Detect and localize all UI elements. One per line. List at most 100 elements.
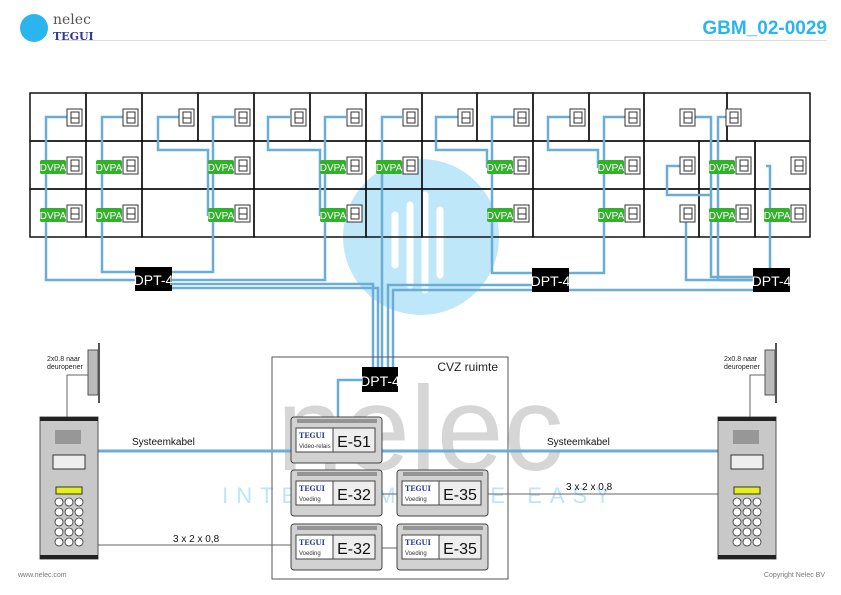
dvpa-label: DVPA <box>598 163 625 174</box>
video-wire <box>100 115 135 274</box>
keypad-button <box>54 537 64 547</box>
dvpa-module: DVPA <box>487 208 514 222</box>
video-monitor-icon <box>234 204 251 223</box>
keypad-button <box>742 537 752 547</box>
logo-brand: TEGUI <box>53 30 94 43</box>
keypad-button <box>732 527 742 537</box>
keypad-button <box>54 497 64 507</box>
keypad-button <box>54 507 64 517</box>
apartment-cell <box>754 188 811 238</box>
cable-label-left: 3 x 2 x 0,8 <box>173 534 220 545</box>
door-panel <box>717 416 777 560</box>
video-monitor-icon <box>569 108 586 127</box>
keypad-button <box>732 497 742 507</box>
systeemkabel-label-right: Systeemkabel <box>547 437 610 448</box>
module-code: E-35 <box>443 487 477 504</box>
door-label-left-1: 2x0.8 naar <box>47 356 81 363</box>
watermark-logo-icon <box>391 191 444 294</box>
keypad-button <box>64 507 74 517</box>
dvpa-label: DVPA <box>208 211 235 222</box>
svg-text:DPT-4: DPT-4 <box>360 373 400 389</box>
video-wire <box>386 283 532 367</box>
dvpa-label: DVPA <box>709 163 736 174</box>
video-monitor-icon <box>402 156 419 175</box>
module-brand: TEGUI <box>405 538 431 547</box>
video-monitor-icon <box>457 108 474 127</box>
keypad-button <box>742 517 752 527</box>
cvz-label: CVZ ruimte <box>437 360 498 374</box>
keypad-button <box>64 517 74 527</box>
svg-text:DPT-4: DPT-4 <box>531 273 571 289</box>
video-monitor-icon <box>402 108 419 127</box>
power-cables <box>66 374 765 549</box>
dvpa-label: DVPA <box>208 163 235 174</box>
dvpa-label: DVPA <box>764 211 791 222</box>
dvpa-label: DVPA <box>487 211 514 222</box>
dvpa-module: DVPA <box>208 160 235 174</box>
wire-dpt-e51 <box>336 378 362 417</box>
video-monitor-icon <box>735 156 752 175</box>
systeemkabel-label-left: Systeemkabel <box>132 437 195 448</box>
door-opener-icon <box>87 343 100 403</box>
keypad-button <box>732 507 742 517</box>
footer-website: www.nelec.com <box>18 572 67 579</box>
dvpa-label: DVPA <box>320 211 347 222</box>
keypad-button <box>64 527 74 537</box>
dpt-4-middle: DPT-4 <box>531 268 571 292</box>
dvpa-module: DVPA <box>40 208 67 222</box>
wires <box>44 115 772 367</box>
dvpa-label: DVPA <box>96 163 123 174</box>
dvpa-label: DVPA <box>40 211 67 222</box>
keypad-button <box>74 517 84 527</box>
dvpa-label: DVPA <box>598 211 625 222</box>
nelec-logo: nelec TEGUI <box>20 12 120 46</box>
logo-mark-icon <box>20 14 48 42</box>
video-monitor-icon <box>122 156 139 175</box>
module-brand: TEGUI <box>299 431 325 440</box>
dvpa-module: DVPA <box>208 208 235 222</box>
video-monitor-icon <box>66 156 83 175</box>
module-code: E-32 <box>337 541 371 558</box>
dvpa-label: DVPA <box>376 163 403 174</box>
dvpa-module: DVPA <box>376 160 403 174</box>
video-wire <box>391 288 753 367</box>
keypad-button <box>74 497 84 507</box>
video-monitor-icon <box>790 156 807 175</box>
video-wire <box>665 164 711 197</box>
door-label-right-1: 2x0.8 naar <box>724 356 758 363</box>
module-type: Voeding <box>405 551 427 557</box>
svg-text:DPT-4: DPT-4 <box>134 272 174 288</box>
video-monitor-icon <box>790 204 807 223</box>
dvpa-label: DVPA <box>487 163 514 174</box>
dvpa-label: DVPA <box>320 163 347 174</box>
dvpa-module: DVPA <box>598 208 625 222</box>
video-wire <box>380 115 402 367</box>
video-wire <box>172 115 346 282</box>
module-brand: TEGUI <box>299 484 325 493</box>
video-wire <box>156 115 210 216</box>
dvpa-module: DVPA <box>40 160 67 174</box>
keypad-button <box>74 527 84 537</box>
building-grid <box>29 92 811 238</box>
keypad-button <box>742 527 752 537</box>
video-wire <box>684 216 753 282</box>
video-monitor-icon <box>513 108 530 127</box>
logo-text: nelec <box>53 12 91 28</box>
cvz-room <box>271 356 509 580</box>
module-code: E-32 <box>337 487 371 504</box>
keypad-button <box>732 517 742 527</box>
keypad-button <box>742 507 752 517</box>
keypad-button <box>742 497 752 507</box>
video-monitor-icon <box>679 156 696 175</box>
video-wire <box>172 115 234 274</box>
video-wire <box>569 115 626 275</box>
video-monitor-icon <box>735 204 752 223</box>
video-monitor-icon <box>346 108 363 127</box>
svg-text:DPT-4: DPT-4 <box>752 273 792 289</box>
video-monitor-icon <box>624 108 641 127</box>
cable-label-right: 3 x 2 x 0,8 <box>566 482 613 493</box>
door-panel <box>39 416 99 560</box>
keypad-button <box>732 537 742 547</box>
